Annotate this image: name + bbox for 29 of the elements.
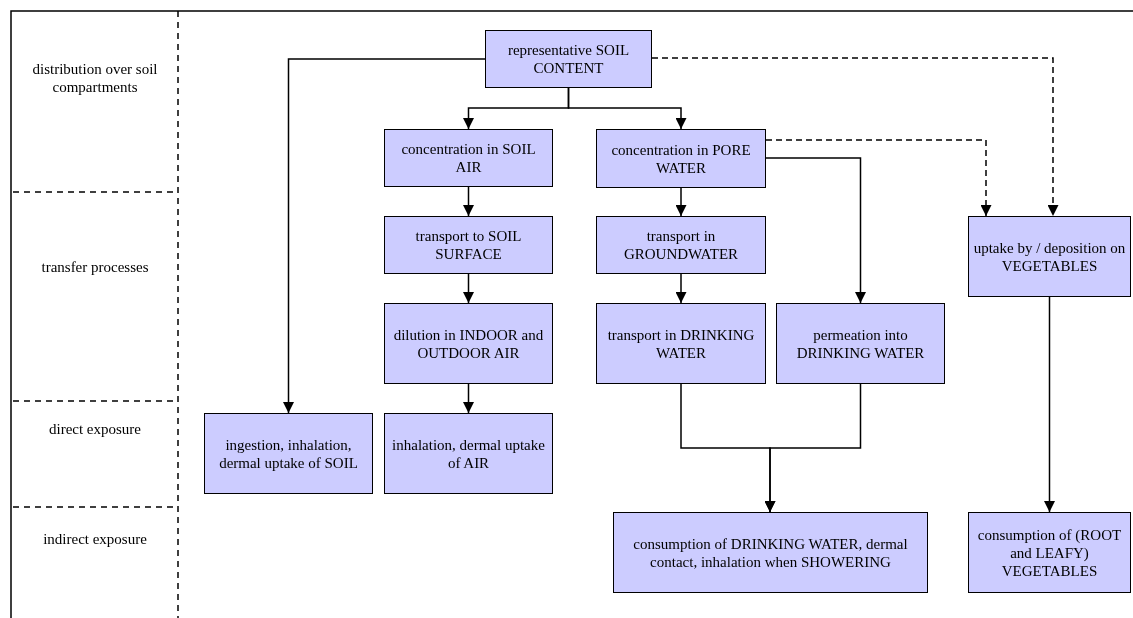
arrow (1044, 296, 1055, 513)
process-box: consumption of DRINKING WATER, dermal contact, inhalation when SHOWERING (613, 512, 928, 593)
process-box: ingestion, inhalation, dermal uptake of SOIL (204, 413, 373, 494)
row-label: distribution over soil compartments (31, 60, 159, 96)
arrow (651, 57, 1059, 217)
arrow (765, 139, 992, 217)
process-box: concentration in SOIL AIR (384, 129, 553, 187)
arrow (283, 58, 486, 414)
process-box: transport in DRINKING WATER (596, 303, 766, 384)
arrow (764, 383, 862, 513)
process-box: transport to SOIL SURFACE (384, 216, 553, 274)
process-box: uptake by / deposition on VEGETABLES (968, 216, 1131, 297)
process-box: concentration in PORE WATER (596, 129, 766, 188)
row-label: indirect exposure (42, 530, 148, 548)
process-box: transport in GROUNDWATER (596, 216, 766, 274)
row-label: transfer processes (40, 258, 150, 276)
process-box: dilution in INDOOR and OUTDOOR AIR (384, 303, 553, 384)
arrow (567, 87, 687, 130)
row-label: direct exposure (47, 420, 142, 438)
arrow (463, 186, 474, 217)
arrow (765, 157, 866, 304)
process-box: representative SOIL CONTENT (485, 30, 652, 88)
arrow (463, 383, 474, 414)
process-box: permeation into DRINKING WATER (776, 303, 945, 384)
arrow (675, 187, 687, 217)
process-box: consumption of (ROOT and LEAFY) VEGETABLES (968, 512, 1131, 593)
arrow (463, 273, 474, 304)
process-box: inhalation, dermal uptake of AIR (384, 413, 553, 494)
arrow (675, 273, 687, 304)
